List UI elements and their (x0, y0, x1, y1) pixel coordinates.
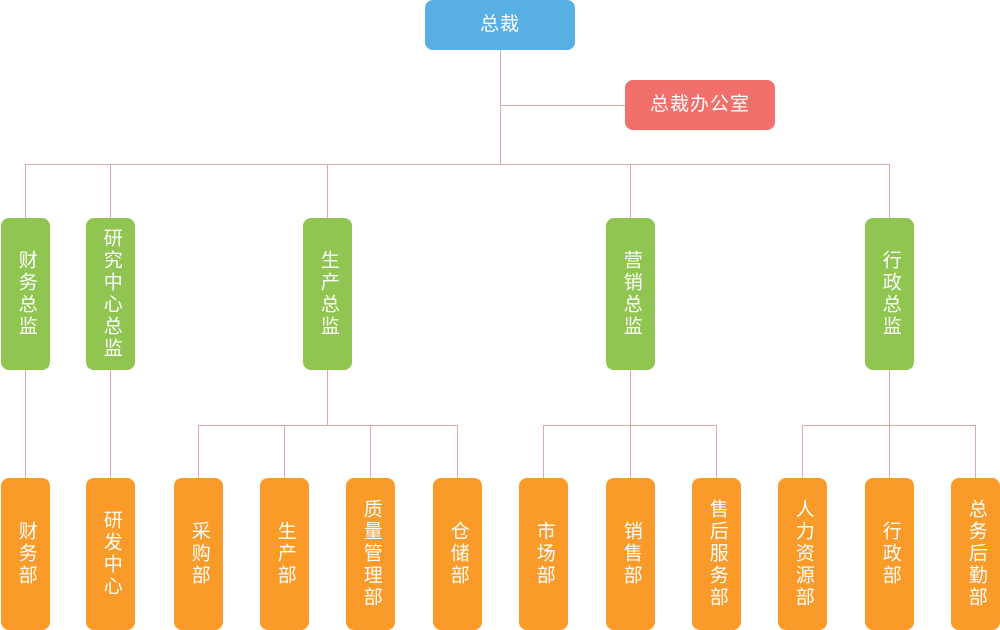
connector-stem-director-3 (630, 164, 631, 218)
node-dept-general-affairs[interactable]: 总务后勤部 (951, 478, 1000, 630)
connector-stem-dept-generalaffairs (975, 425, 976, 478)
node-dept-after-sales-service[interactable]: 售后服务部 (692, 478, 741, 630)
connector-stem-dept-production (284, 425, 285, 478)
connector-marketing-bus (543, 425, 716, 426)
connector-stem-dept-market (543, 425, 544, 478)
connector-administration-stem (889, 370, 890, 425)
node-dept-sales[interactable]: 销售部 (606, 478, 655, 630)
node-dept-quality-management[interactable]: 质量管理部 (346, 478, 395, 630)
node-director-production[interactable]: 生产总监 (303, 218, 352, 370)
node-dept-rnd-center[interactable]: 研发中心 (86, 478, 135, 630)
connector-production-stem (327, 370, 328, 425)
connector-stem-director-4 (889, 164, 890, 218)
node-director-administration[interactable]: 行政总监 (865, 218, 914, 370)
connector-ceo-to-office (500, 105, 625, 106)
connector-stem-dept-admin (889, 425, 890, 478)
connector-stem-dept-warehouse (457, 425, 458, 478)
connector-stem-director-0 (25, 164, 26, 218)
connector-stem-dept-sales (630, 425, 631, 478)
connector-stem-director-1 (110, 164, 111, 218)
node-ceo[interactable]: 总裁 (425, 0, 575, 50)
node-director-research-center[interactable]: 研究中心总监 (86, 218, 135, 370)
node-dept-finance[interactable]: 财务部 (1, 478, 50, 630)
connector-finance-director-to-dept (25, 370, 26, 478)
connector-stem-director-2 (327, 164, 328, 218)
connector-stem-dept-quality (370, 425, 371, 478)
node-dept-warehouse[interactable]: 仓储部 (433, 478, 482, 630)
connector-directors-bus (25, 164, 890, 165)
connector-stem-dept-purchasing (198, 425, 199, 478)
connector-ceo-stem (500, 50, 501, 164)
node-president-office[interactable]: 总裁办公室 (625, 80, 775, 130)
node-dept-human-resources[interactable]: 人力资源部 (778, 478, 827, 630)
connector-marketing-stem (630, 370, 631, 425)
node-dept-production[interactable]: 生产部 (260, 478, 309, 630)
node-dept-purchasing[interactable]: 采购部 (174, 478, 223, 630)
node-director-finance[interactable]: 财务总监 (1, 218, 50, 370)
connector-stem-dept-hr (802, 425, 803, 478)
node-dept-administration[interactable]: 行政部 (865, 478, 914, 630)
node-dept-market[interactable]: 市场部 (519, 478, 568, 630)
connector-administration-bus (802, 425, 975, 426)
connector-stem-dept-aftersales (716, 425, 717, 478)
connector-production-bus (198, 425, 457, 426)
connector-research-director-to-dept (110, 370, 111, 478)
node-director-marketing[interactable]: 营销总监 (606, 218, 655, 370)
